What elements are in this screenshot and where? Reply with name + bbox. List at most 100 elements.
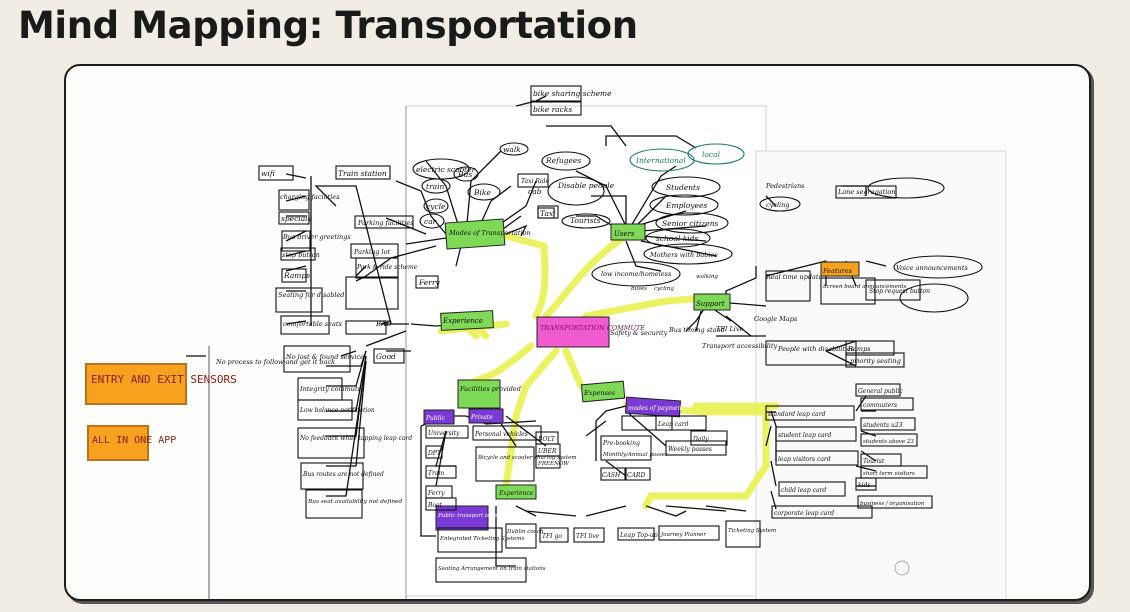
app-dublin-coach: Dublin coach (506, 529, 544, 535)
user-senior-citizens: Senior citizens (662, 219, 719, 228)
leap-kids: kids (858, 482, 870, 489)
support-cycling: cycling (654, 286, 674, 292)
bad-lost-found: No lost & found service (285, 353, 364, 361)
leap-student: student leap card (778, 432, 832, 439)
bad-bus-routes: Bus routes are not defined (302, 471, 384, 478)
note-bike-sharing: bike sharing scheme (533, 89, 612, 98)
handwritten-labels: bike sharing scheme bike racks Modes of … (215, 89, 968, 572)
private-freenow: FREENOW (537, 461, 570, 467)
mode-taxi: Taxi (540, 209, 556, 218)
good-specials: specials (281, 214, 312, 223)
feature-screen-board: Screen board announcements (823, 284, 907, 290)
feature-stop-request: Stop request button (869, 288, 930, 295)
mode-train: train (426, 182, 444, 191)
app-tfi-live: TFI live (576, 533, 600, 540)
pedestrians: Pedestrians (765, 182, 805, 190)
leap-students-u23: students u23 (863, 422, 903, 429)
good-wifi: wifi (261, 169, 275, 178)
leap-commuters: commuters (863, 402, 897, 409)
user-tourists: Tourists (570, 216, 601, 225)
expense-card: CARD (627, 472, 645, 479)
good-parking-facilities: Parking facilities (357, 219, 414, 227)
bad-integrity: Integrity commute (299, 385, 362, 393)
good-train-station: Train station (338, 169, 387, 178)
expense-prebooking: Pre-booking (602, 440, 640, 447)
user-disable-people: Disable people (557, 181, 615, 190)
private-bicycle-sharing: Bicycle and scooter sharing system (477, 455, 577, 461)
sticky-modes-of-payment: modes of payment (628, 405, 684, 412)
ramps: Ramps (847, 345, 871, 353)
good-parking-lot: Parking lot (353, 248, 390, 256)
mode-taxi-ride: Taxi Ride (521, 178, 550, 185)
sticky-facilities: Facilities provided (459, 385, 521, 393)
sticky-modes-of-transport: Modes of Transportation (448, 229, 531, 237)
user-international: International (635, 156, 686, 165)
leap-students-above-23: students above 23 (863, 439, 914, 445)
leap-short-term: short term visitors (863, 471, 915, 477)
leap-business: business / organisation (860, 501, 925, 507)
lane-segregation: Lane segregation (837, 188, 895, 196)
note-bike-racks: bike racks (533, 105, 572, 114)
mode-cab: cab (528, 187, 542, 196)
leap-standard: standard leap card (768, 411, 826, 418)
feature-voice: Voice announcements (896, 264, 968, 272)
cycling: cycling (766, 201, 789, 209)
sticky-users: Users (614, 230, 635, 238)
public-ferry: Ferry (427, 490, 445, 497)
user-low-income: low income/homeless (601, 270, 672, 278)
mode-walk: walk (503, 145, 521, 154)
side-note-all-in-one: ALL IN ONE APP (92, 435, 176, 446)
public-dpt: DPT (427, 450, 442, 457)
side-notes: ENTRY AND EXIT SENSORS ALL IN ONE APP (91, 373, 237, 446)
public-tram: Tram (428, 470, 444, 477)
mode-bike: Bike (473, 188, 491, 197)
user-local: local (702, 150, 721, 159)
private-personal-vehicles: Personal vehicles (474, 431, 528, 438)
experience-good: Good (376, 352, 396, 361)
leap-corporate: corporate leap card (774, 510, 834, 517)
mode-car: car (424, 217, 437, 226)
bad-seat-availability: Bus seat availability not defined (307, 499, 402, 505)
sticky-public-transport-apps: Public transport technology/apps (437, 513, 531, 519)
user-mothers-with-babies: Mothers with babies (649, 251, 718, 259)
good-charging: charging facilities (280, 193, 340, 201)
page-title: Mind Mapping: Transportation (18, 4, 638, 47)
sticky-public: Public (425, 415, 446, 422)
support-google-maps: Google Maps (754, 315, 798, 323)
support-buses: buses (631, 286, 647, 292)
sticky-notes (85, 218, 860, 531)
private-uber: UBER (538, 448, 557, 455)
leap-tourist: Tourist (863, 458, 885, 465)
user-refugees: Refugees (545, 156, 581, 165)
sticky-features: Features (822, 267, 853, 275)
mode-ferry: Ferry (418, 278, 440, 287)
leap-general-public: General public (858, 388, 903, 395)
mind-map-photo-frame: bike sharing scheme bike racks Modes of … (64, 64, 1091, 601)
support-safety: Safety & security (610, 329, 668, 337)
mode-cycle: cycle (426, 202, 446, 211)
outline-ellipses (412, 142, 983, 313)
user-school-kids: school kids (656, 234, 698, 243)
sticky-support: Support (696, 300, 725, 308)
sticky-experience: Experience (442, 317, 483, 325)
mind-map-drawing: bike sharing scheme bike racks Modes of … (85, 85, 1007, 599)
app-ticketing-system: Ticketing System (728, 528, 776, 534)
app-integrated-ticketing: Entegrated Ticketing Systems (439, 536, 524, 542)
app-seating-arrangement: Seating Arrangement on train stations (438, 566, 546, 572)
app-journey-planner: Journey Planner (660, 532, 706, 538)
app-leap-topup: Leap Top-up (619, 532, 658, 539)
leap-child: child leap card (781, 487, 826, 494)
expense-cash: CASH (602, 472, 621, 479)
user-students: Students (666, 183, 700, 192)
bad-no-feedback: No feedback while tapping leap card (299, 435, 412, 442)
mode-bus: Bus (457, 170, 472, 179)
bad-low-balance: Low balance notification (299, 407, 375, 414)
center-topic: TRANSPORTATION COMMUTE (540, 324, 645, 332)
side-note-sensors: ENTRY AND EXIT SENSORS (91, 373, 237, 386)
public-university: University (428, 430, 460, 437)
expense-monthly: Monthly/Annual passes (602, 452, 668, 458)
sticky-experience-bottom: Experience (498, 490, 534, 497)
experience-bad: BAD (375, 320, 392, 328)
expense-weekly: Weekly passes (668, 446, 712, 453)
support-transport-accessibility: Transport accessibility (702, 342, 777, 350)
